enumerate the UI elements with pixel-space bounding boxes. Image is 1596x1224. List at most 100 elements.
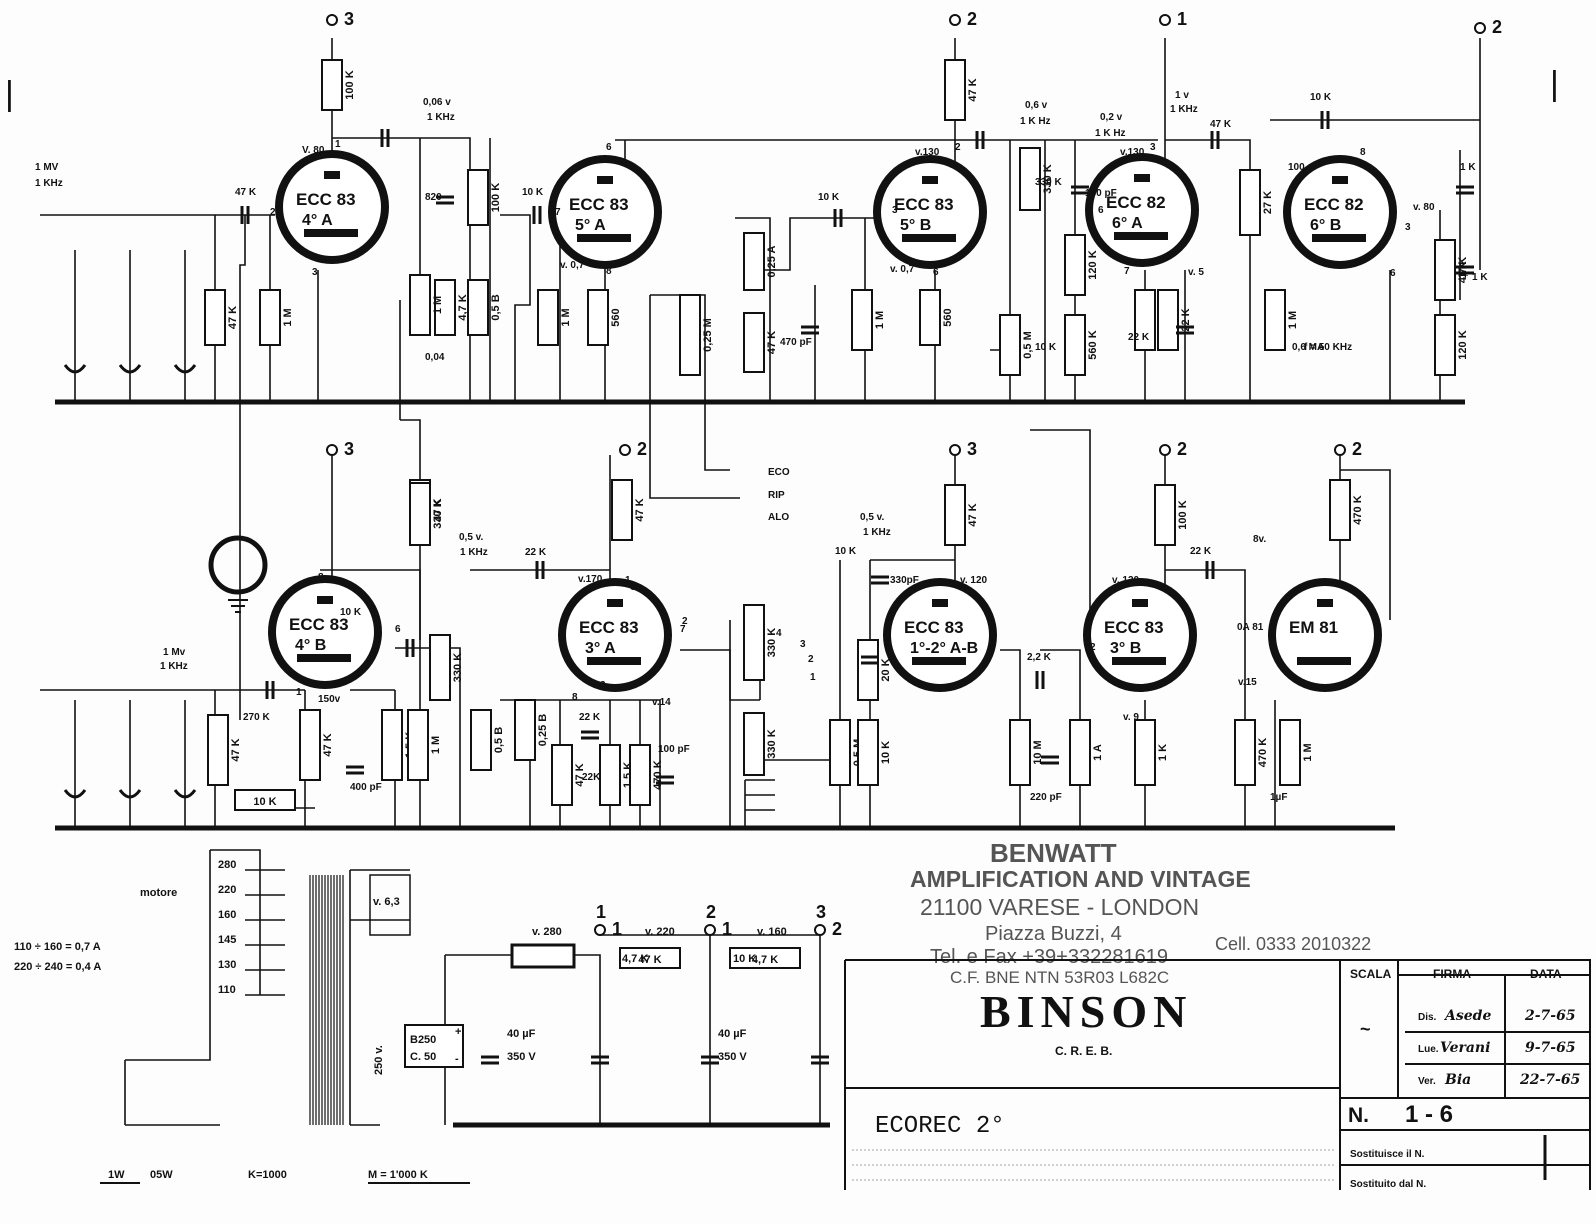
resistor-body bbox=[599, 744, 621, 806]
input-jack bbox=[118, 364, 142, 374]
resistor: 470 K bbox=[629, 744, 664, 806]
resistor: 27 K bbox=[1239, 169, 1274, 236]
capacitor-plates bbox=[861, 655, 879, 665]
resistor: 47 K bbox=[944, 59, 979, 121]
node-label: 2 bbox=[1352, 439, 1362, 459]
annotation-label: 10 K bbox=[1310, 92, 1332, 103]
capacitor-plates bbox=[871, 575, 889, 585]
annotation-label: 2 bbox=[682, 616, 688, 627]
resistor-value: 330 K bbox=[452, 653, 464, 682]
resistor-body bbox=[1019, 147, 1041, 211]
node-label: 3 bbox=[344, 439, 354, 459]
annotation-label: 3 bbox=[1150, 142, 1156, 153]
node-label: 2 bbox=[637, 439, 647, 459]
resistor-body bbox=[381, 709, 403, 781]
resistor: 100 K bbox=[467, 169, 502, 226]
annotation-label: 3 bbox=[892, 205, 898, 216]
resistor-body bbox=[409, 274, 431, 336]
annotation-label: v.14 bbox=[652, 697, 671, 708]
supply-node: 1 bbox=[704, 919, 732, 939]
annotation-label: RIP bbox=[768, 490, 785, 501]
resistor-body bbox=[1157, 289, 1179, 351]
annotation-label: 10 K bbox=[835, 546, 857, 557]
capacitor bbox=[581, 730, 599, 740]
stamp-line2: AMPLIFICATION AND VINTAGE bbox=[910, 866, 1251, 892]
resistor-body bbox=[1329, 479, 1351, 541]
resistor-body bbox=[679, 294, 701, 376]
annotation-label: 1 bbox=[296, 687, 302, 698]
power-label: 220 ÷ 240 = 0,4 A bbox=[14, 961, 101, 973]
power-label: C. 50 bbox=[410, 1051, 436, 1063]
tube-stage-label: 5° B bbox=[900, 217, 931, 234]
resistor: 1 M bbox=[1279, 719, 1314, 786]
tube-grid-mark bbox=[324, 171, 340, 179]
resistor-value: 10 K bbox=[253, 796, 276, 808]
power-label: 350 V bbox=[507, 1051, 536, 1063]
capacitor-plates bbox=[1041, 755, 1059, 765]
number-value: 1 - 6 bbox=[1405, 1101, 1453, 1128]
heater-winding bbox=[369, 874, 411, 936]
tube-grid-mark bbox=[922, 176, 938, 184]
resistor: 120 K bbox=[1064, 234, 1099, 296]
capacitor-plates bbox=[1205, 561, 1215, 579]
sostituisce-label: Sostituisce il N. bbox=[1350, 1149, 1425, 1160]
tube-cathode-bar bbox=[587, 657, 641, 665]
node-terminal bbox=[949, 444, 961, 456]
annotation-label: 0A 81 bbox=[1237, 622, 1264, 633]
annotation-label: v. 120 bbox=[960, 575, 987, 586]
node-label: 2 bbox=[967, 9, 977, 29]
annotation-label: 2 bbox=[270, 207, 276, 218]
capacitor-plates bbox=[436, 195, 454, 205]
scala-value: ~ bbox=[1360, 1019, 1371, 1039]
annotation-label: f = 50 KHz bbox=[1304, 342, 1352, 353]
power-label: 10 K bbox=[733, 953, 756, 965]
resistor: 470 K bbox=[1329, 479, 1364, 541]
capacitor-plates bbox=[975, 131, 985, 149]
annotation-label: V. 80 bbox=[302, 145, 325, 156]
resistor-value: 120 K bbox=[1457, 330, 1469, 359]
power-label: + bbox=[455, 1026, 461, 1038]
annotation-label: 0,6 v bbox=[1025, 100, 1048, 111]
node-label: 1 bbox=[722, 919, 732, 939]
capacitor-plates bbox=[481, 1055, 499, 1065]
annotation-label: 0,06 v bbox=[423, 97, 451, 108]
resistor: 1 M bbox=[851, 289, 886, 351]
annotation-label: 22K bbox=[582, 772, 601, 783]
input-jack bbox=[118, 789, 142, 799]
annotation-label: 22 K bbox=[1128, 332, 1150, 343]
legend-label: 1W bbox=[108, 1169, 125, 1181]
power-label: v. 6,3 bbox=[373, 896, 400, 908]
power-label: 1 bbox=[596, 902, 606, 922]
resistor: 0,25 M bbox=[679, 294, 714, 376]
tube-type-label: ECC 83 bbox=[1104, 618, 1164, 637]
capacitor bbox=[481, 1055, 499, 1065]
power-label: 2 bbox=[706, 902, 716, 922]
annotation-label: 1 bbox=[810, 672, 816, 683]
tube-t9: ECC 833° B bbox=[1083, 578, 1197, 692]
resistor: 330 K bbox=[1019, 147, 1054, 211]
tube-stage-label: 6° A bbox=[1112, 215, 1143, 232]
annotation-label: 2 bbox=[955, 142, 961, 153]
capacitor-plates bbox=[532, 206, 542, 224]
capacitor bbox=[801, 325, 819, 335]
annotation-label: 150v bbox=[318, 694, 341, 705]
annotation-label: 1 KHz bbox=[35, 178, 63, 189]
resistor-body bbox=[470, 709, 492, 771]
resistor-body bbox=[857, 639, 879, 701]
resistor-value: 0,25 A bbox=[766, 245, 778, 277]
annotation-label: 3 bbox=[800, 639, 806, 650]
resistor-body bbox=[587, 289, 609, 346]
capacitor-plates bbox=[581, 730, 599, 740]
annotation-label: 10 K bbox=[522, 187, 544, 198]
resistor-body bbox=[434, 279, 456, 336]
resistor: 330 K bbox=[429, 634, 464, 701]
resistor: 22 K bbox=[1157, 289, 1192, 351]
capacitor bbox=[265, 681, 275, 699]
capacitor bbox=[1041, 755, 1059, 765]
resistor: 0,25 A bbox=[743, 232, 778, 291]
node-terminal bbox=[1159, 14, 1171, 26]
tube-stage-label: 4° B bbox=[295, 637, 326, 654]
power-label: v. 220 bbox=[645, 926, 675, 938]
power-label: 350 V bbox=[718, 1051, 747, 1063]
resistor-body bbox=[743, 604, 765, 681]
